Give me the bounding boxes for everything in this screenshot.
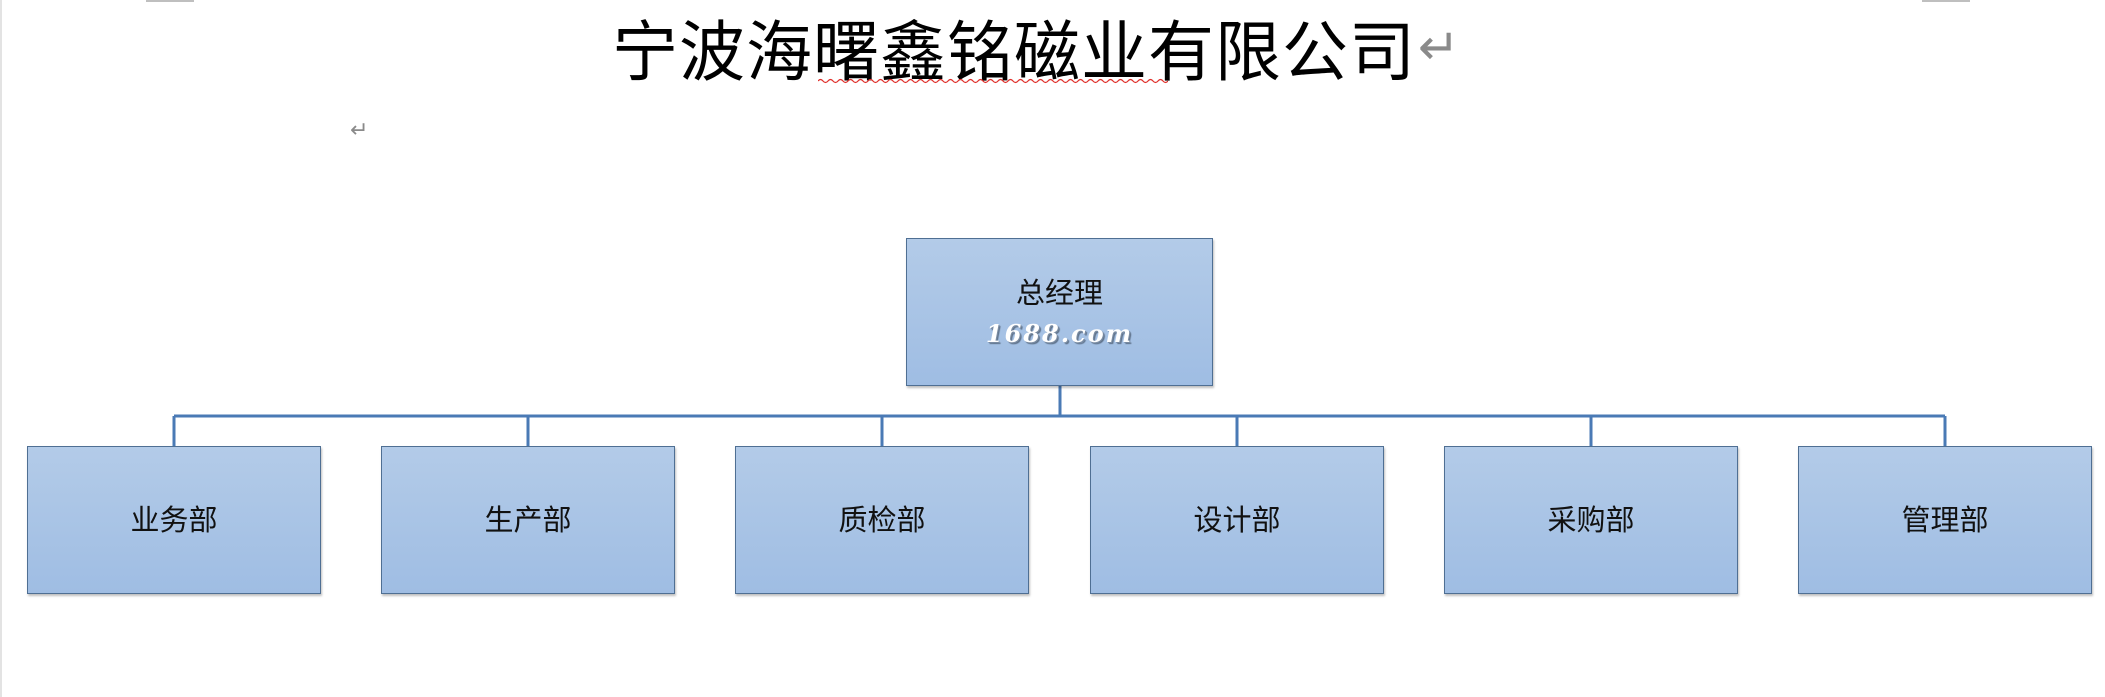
pilcrow-icon: ↵	[1418, 18, 1460, 76]
org-node-dept-4[interactable]: 设计部	[1090, 446, 1384, 594]
org-node-label: 设计部	[1193, 502, 1281, 537]
page-left-edge	[0, 0, 2, 697]
org-node-label: 总经理	[1015, 276, 1103, 311]
org-node-root[interactable]: 总经理 1688.com	[906, 238, 1213, 386]
org-node-label: 生产部	[484, 502, 572, 537]
org-node-dept-1[interactable]: 业务部	[27, 446, 321, 594]
paragraph-mark-icon: ↵	[350, 118, 369, 143]
org-node-label: 质检部	[838, 502, 926, 537]
watermark-logo: 1688.com	[985, 318, 1134, 348]
org-node-dept-6[interactable]: 管理部	[1798, 446, 2092, 594]
org-node-label: 业务部	[130, 502, 218, 537]
org-node-label: 管理部	[1901, 502, 1989, 537]
org-node-dept-5[interactable]: 采购部	[1444, 446, 1738, 594]
title-line[interactable]: 宁波海曙鑫铭磁业有限公司 ↵	[612, 2, 1460, 92]
spellcheck-underline	[818, 78, 1168, 84]
org-node-dept-3[interactable]: 质检部	[735, 446, 1029, 594]
org-node-dept-2[interactable]: 生产部	[381, 446, 675, 594]
crop-mark-left	[146, 0, 194, 2]
crop-mark-right	[1922, 0, 1970, 2]
org-node-label: 采购部	[1547, 502, 1635, 537]
document-title[interactable]: 宁波海曙鑫铭磁业有限公司	[612, 14, 1416, 91]
